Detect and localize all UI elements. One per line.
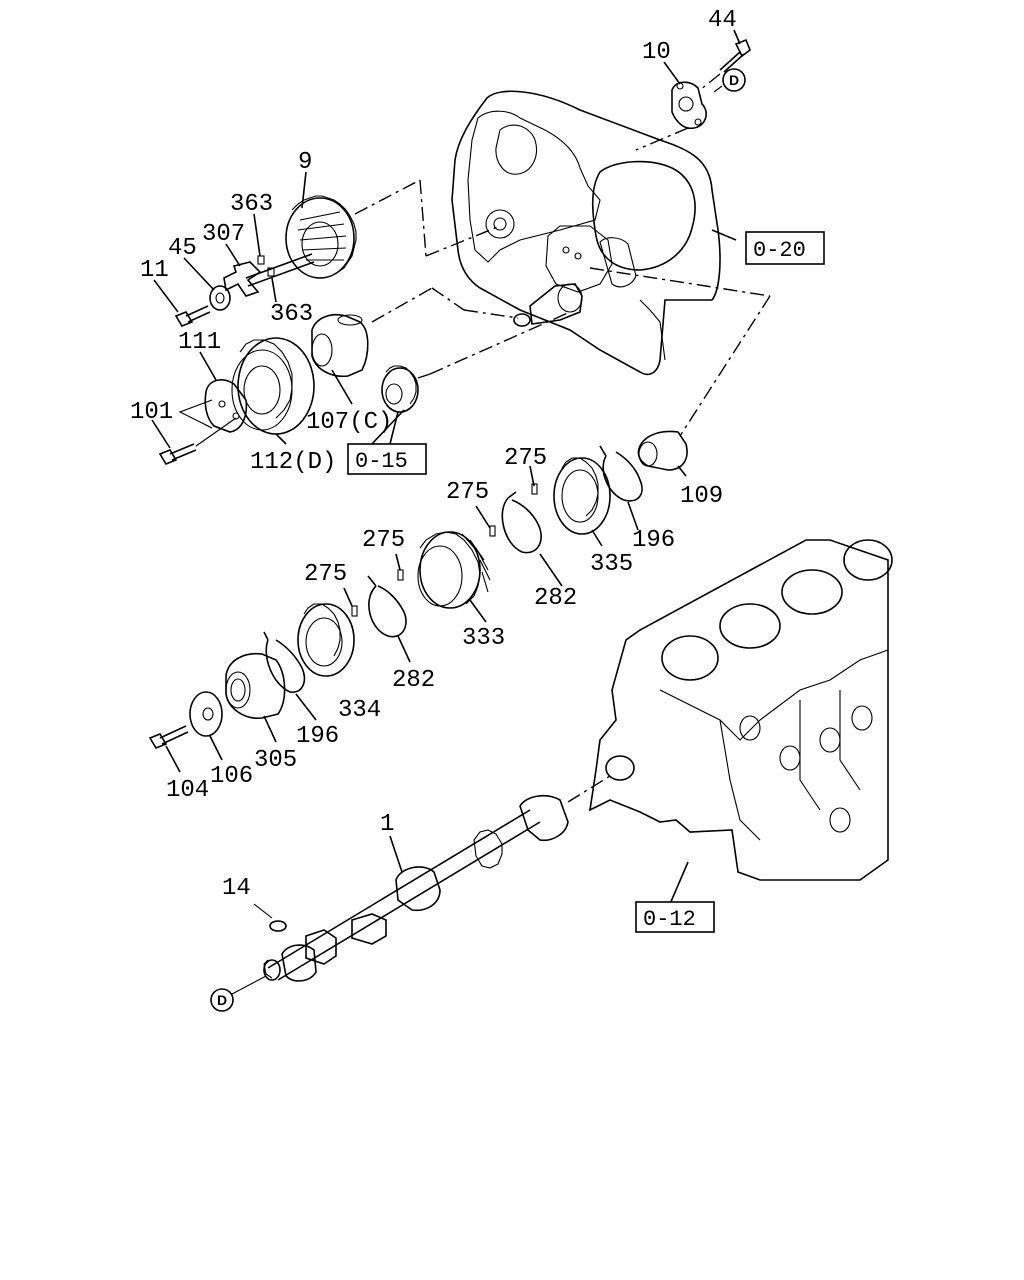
label-44: 44 xyxy=(708,7,737,34)
leader-lines xyxy=(151,29,741,905)
label-275-c: 275 xyxy=(362,527,405,554)
label-109: 109 xyxy=(680,483,723,510)
label-334: 334 xyxy=(338,697,381,724)
snap-ring-196b xyxy=(263,631,306,693)
gear-335 xyxy=(553,457,611,535)
label-106: 106 xyxy=(210,763,253,790)
label-363-bottom: 363 xyxy=(270,301,313,328)
thrust-plate-111 xyxy=(204,379,248,433)
bolt-44 xyxy=(719,38,751,73)
small-gear-0-15 xyxy=(381,365,419,413)
gear-9 xyxy=(285,195,357,279)
connector-d-top xyxy=(722,68,746,92)
bolt-101 xyxy=(158,443,197,465)
key-14 xyxy=(269,920,287,932)
ref-box-0-12: 0-12 xyxy=(643,907,696,932)
gear-333 xyxy=(417,531,491,609)
label-275-a: 275 xyxy=(504,445,547,472)
cylinder-block xyxy=(588,539,893,881)
snap-ring-282a xyxy=(501,491,542,554)
label-333: 333 xyxy=(462,625,505,652)
label-11: 11 xyxy=(140,257,169,284)
connector-d-bottom-label: D xyxy=(217,992,227,1008)
label-363-top: 363 xyxy=(230,191,273,218)
gear-334 xyxy=(297,603,355,677)
washer-106 xyxy=(189,691,223,737)
label-196-b: 196 xyxy=(296,723,339,750)
shaft-307 xyxy=(223,253,315,297)
ref-box-0-15-frame xyxy=(347,443,427,475)
label-196-a: 196 xyxy=(632,527,675,554)
gear-case-housing xyxy=(451,90,721,376)
connector-d-bottom xyxy=(210,988,234,1012)
label-45: 45 xyxy=(168,235,197,262)
label-112d: 112(D) xyxy=(250,449,336,476)
label-335: 335 xyxy=(590,551,633,578)
label-275-d: 275 xyxy=(304,561,347,588)
label-282-b: 282 xyxy=(392,667,435,694)
snap-ring-196a xyxy=(599,445,643,502)
label-14: 14 xyxy=(222,875,251,902)
bolt-104 xyxy=(148,725,189,749)
label-9: 9 xyxy=(298,149,312,176)
bushing-109 xyxy=(637,430,688,471)
label-282-a: 282 xyxy=(534,585,577,612)
label-305: 305 xyxy=(254,747,297,774)
ref-box-0-12-frame xyxy=(635,901,715,933)
connector-d-top-label: D xyxy=(729,72,739,88)
bushing-107 xyxy=(311,314,369,378)
label-1: 1 xyxy=(380,811,394,838)
label-111: 111 xyxy=(178,329,221,356)
label-107c: 107(C) xyxy=(306,409,392,436)
ref-box-0-20: 0-20 xyxy=(753,238,806,263)
camshaft-1 xyxy=(263,794,569,982)
bushing-305 xyxy=(225,652,286,719)
label-104: 104 xyxy=(166,777,209,804)
ref-box-0-15: 0-15 xyxy=(355,449,408,474)
label-307: 307 xyxy=(202,221,245,248)
washer-45 xyxy=(209,285,231,311)
label-275-b: 275 xyxy=(446,479,489,506)
label-101: 101 xyxy=(130,399,173,426)
ref-box-0-20-frame xyxy=(745,231,825,265)
snap-ring-282b xyxy=(367,575,407,638)
label-10: 10 xyxy=(642,39,671,66)
bolt-11 xyxy=(174,305,211,327)
gasket-10 xyxy=(671,81,707,130)
